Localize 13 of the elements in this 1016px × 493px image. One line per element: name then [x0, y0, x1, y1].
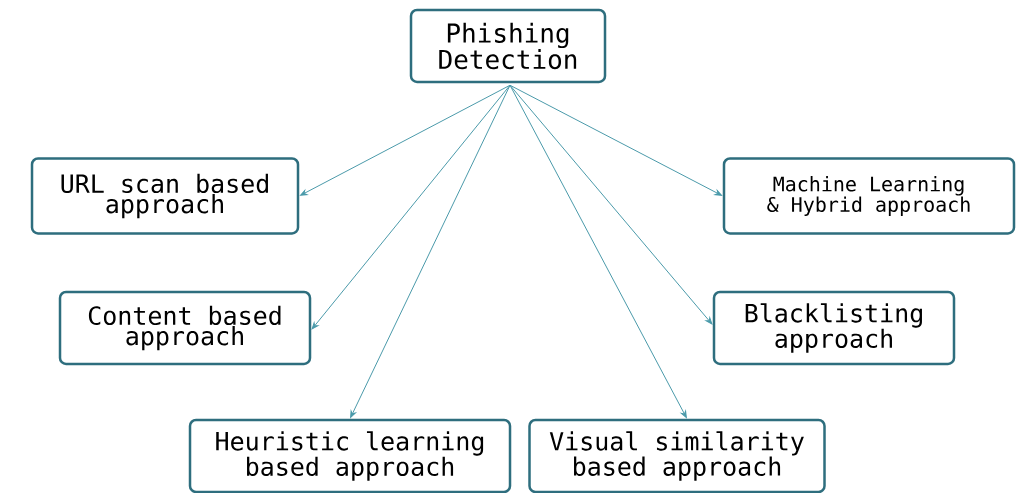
arrow — [509, 84, 713, 325]
arrow — [509, 84, 723, 196]
approach-box: Heuristic learning based approach — [188, 418, 512, 493]
arrow — [350, 84, 511, 418]
approach-box: Visual similarity based approach — [528, 418, 826, 493]
approach-box: Blacklisting approach — [712, 290, 956, 366]
approach-box: Content based approach — [58, 290, 312, 366]
approach-box: Phishing Detection — [409, 8, 607, 84]
approach-box: Machine Learning & Hybrid approach — [722, 157, 1016, 235]
arrow — [311, 84, 511, 330]
approach-box: URL scan based approach — [30, 157, 300, 235]
arrow — [300, 84, 511, 196]
arrow — [509, 84, 687, 418]
